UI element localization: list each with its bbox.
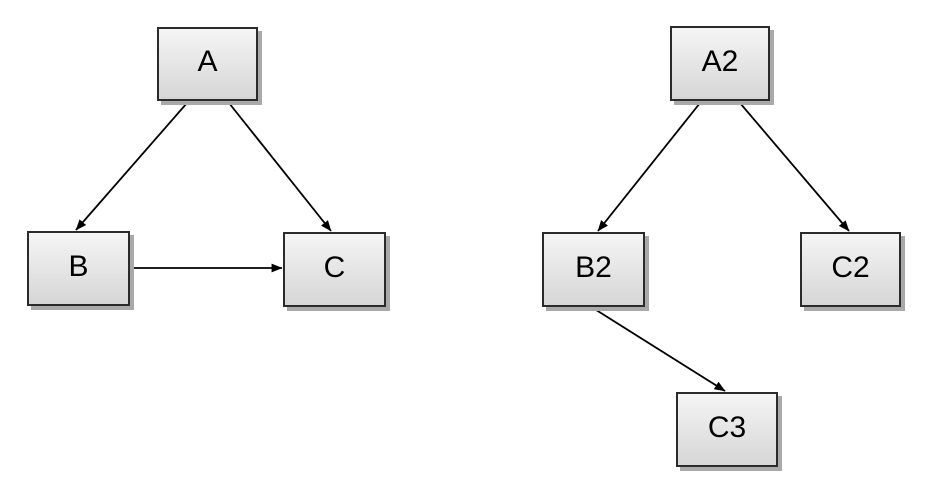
node-label: A2 xyxy=(701,44,739,78)
edge-A-B-arrow xyxy=(75,102,188,231)
edge-A-C-arrow xyxy=(228,102,332,232)
node-C[interactable]: C xyxy=(283,232,386,307)
node-label: C2 xyxy=(831,250,870,284)
node-A2[interactable]: A2 xyxy=(670,26,770,101)
node-C3[interactable]: C3 xyxy=(676,392,778,467)
node-label: B xyxy=(68,249,89,283)
node-A[interactable]: A xyxy=(157,27,258,101)
edge-B2-C3-arrow xyxy=(592,307,726,392)
node-B[interactable]: B xyxy=(27,231,130,306)
node-label: A xyxy=(197,45,218,78)
node-label: C3 xyxy=(707,410,747,444)
node-label: C xyxy=(323,250,346,284)
edge-A2-C2-arrow xyxy=(739,102,850,232)
node-label: B2 xyxy=(575,250,612,284)
edge-A2-B2-arrow xyxy=(597,102,701,232)
node-B2[interactable]: B2 xyxy=(542,232,645,307)
node-C2[interactable]: C2 xyxy=(800,232,901,307)
